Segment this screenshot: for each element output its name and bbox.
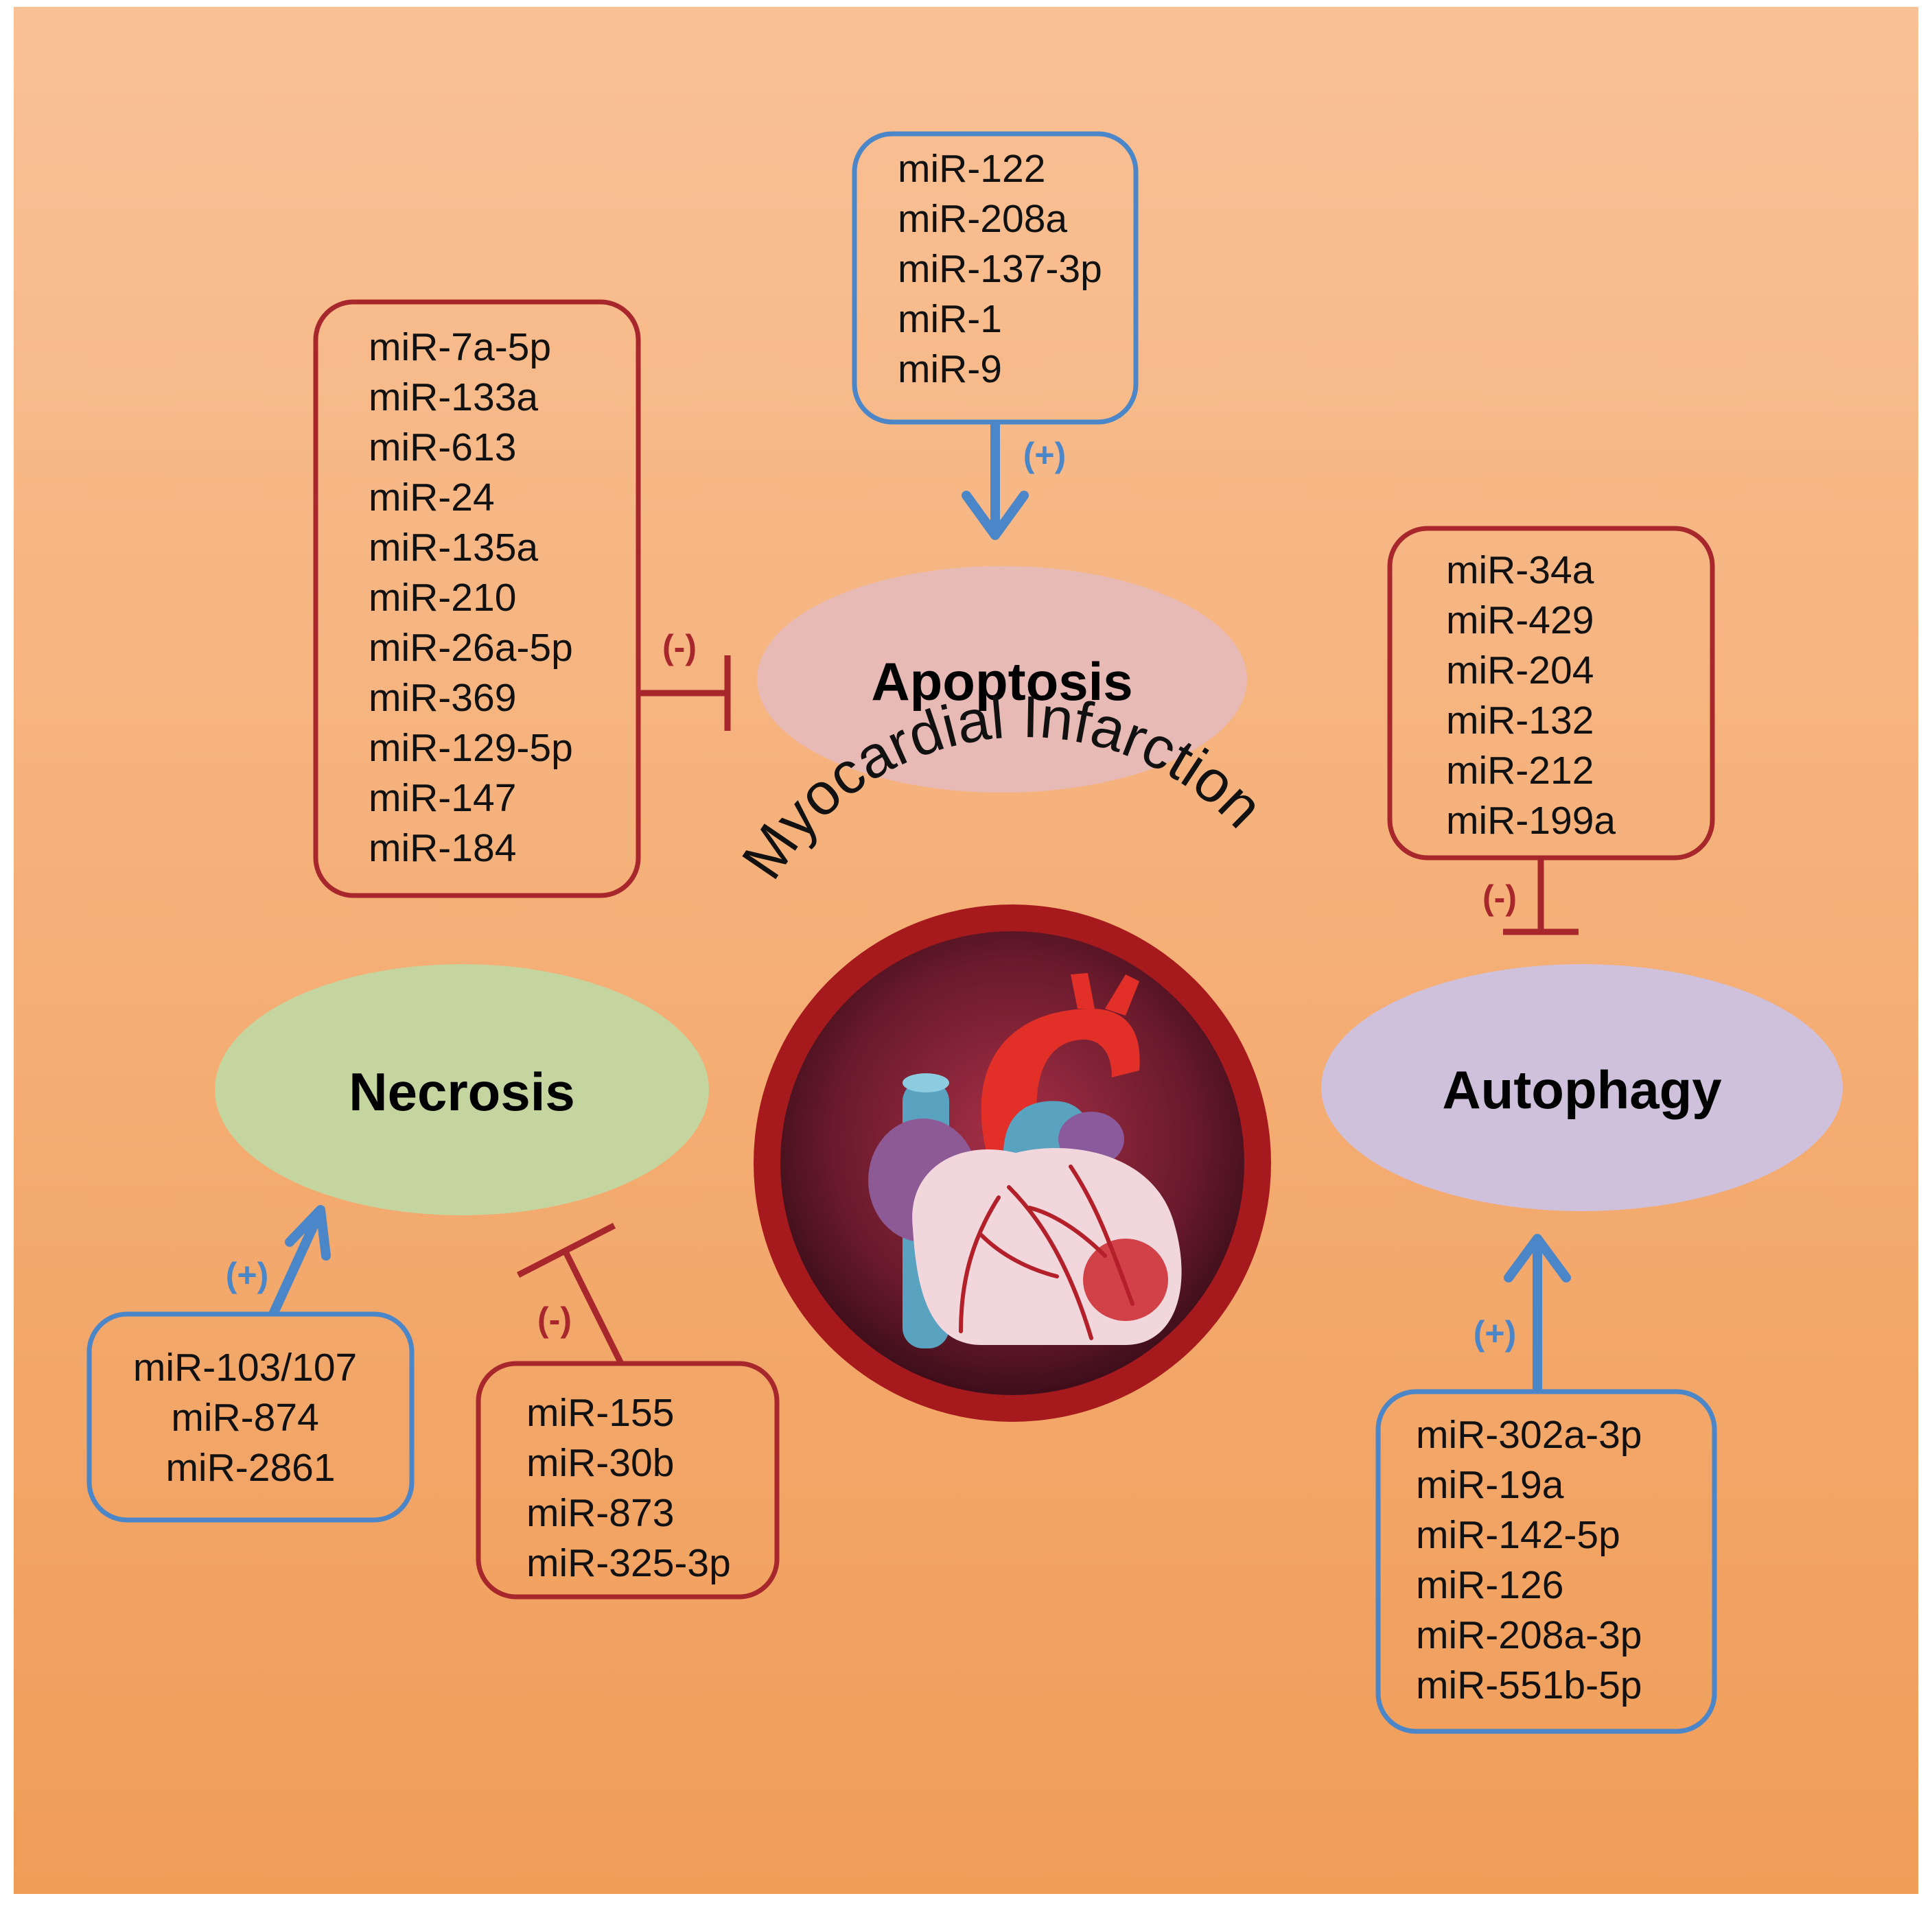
mirna-item: miR-30b xyxy=(526,1441,674,1485)
necrosis-promote-box xyxy=(86,1311,415,1523)
mirna-item: miR-26a-5p xyxy=(369,626,573,670)
mirna-item: miR-210 xyxy=(369,576,516,620)
mirna-item: miR-874 xyxy=(171,1396,318,1440)
apoptosis-inhibit-sign: (-) xyxy=(662,628,697,666)
mirna-item: miR-103/107 xyxy=(133,1346,357,1390)
necrosis-inhibit-line xyxy=(561,1247,625,1366)
apoptosis-promote-sign: (+) xyxy=(1023,436,1067,474)
mirna-item: miR-551b-5p xyxy=(1416,1663,1642,1707)
mirna-item: miR-204 xyxy=(1446,648,1594,692)
autophagy-promote-sign: (+) xyxy=(1474,1314,1517,1353)
mirna-item: miR-429 xyxy=(1446,598,1594,642)
autophagy-inhibit-sign: (-) xyxy=(1482,878,1517,917)
apoptosis-ellipse xyxy=(757,566,1247,793)
necrosis-inhibit-bar xyxy=(516,1222,616,1278)
autophagy-inhibit-list: miR-34a miR-429 miR-204 miR-132 miR-212 … xyxy=(1446,548,1616,843)
necrosis-promote-sign: (+) xyxy=(226,1256,269,1294)
mirna-item: miR-212 xyxy=(1446,749,1594,793)
mirna-item: miR-133a xyxy=(369,375,538,419)
mirna-item: miR-199a xyxy=(1446,799,1616,843)
necrosis-inhibit-box xyxy=(476,1361,780,1600)
necrosis-inhibit-list: miR-155 miR-30b miR-873 miR-325-3p xyxy=(526,1391,731,1585)
mirna-item: miR-302a-3p xyxy=(1416,1413,1642,1457)
necrosis-promote-list: miR-103/107 miR-874 miR-2861 xyxy=(133,1346,368,1490)
mirna-item: miR-24 xyxy=(369,476,495,519)
necrosis-promote-arrow-shaft xyxy=(268,1216,322,1316)
mirna-item: miR-208a xyxy=(898,197,1067,241)
apoptosis-inhibit-box xyxy=(313,299,641,898)
mirna-item: miR-142-5p xyxy=(1416,1513,1620,1557)
necrosis-inhibit-sign: (-) xyxy=(537,1300,572,1339)
mirna-item: miR-126 xyxy=(1416,1563,1563,1607)
mirna-item: miR-2861 xyxy=(165,1446,335,1490)
apoptosis-promote-list: miR-122 miR-208a miR-137-3p miR-1 miR-9 xyxy=(898,147,1113,391)
mirna-item: miR-7a-5p xyxy=(369,325,551,369)
mirna-item: miR-184 xyxy=(369,826,516,870)
mirna-item: miR-137-3p xyxy=(898,247,1102,291)
mirna-item: miR-613 xyxy=(369,425,516,469)
mirna-item: miR-9 xyxy=(898,347,1002,391)
mirna-item: miR-155 xyxy=(526,1391,674,1435)
apoptosis-label: Apoptosis xyxy=(871,651,1132,712)
mirna-item: miR-34a xyxy=(1446,548,1594,592)
necrosis-label: Necrosis xyxy=(349,1062,575,1122)
autophagy-ellipse xyxy=(1321,964,1843,1211)
mirna-item: miR-122 xyxy=(898,147,1045,191)
mirna-item: miR-873 xyxy=(526,1491,674,1535)
autophagy-promote-arrow-head xyxy=(1504,1234,1571,1283)
necrosis-ellipse xyxy=(215,964,709,1215)
mirna-item: miR-147 xyxy=(369,776,516,820)
mirna-item: miR-208a-3p xyxy=(1416,1613,1642,1657)
apoptosis-promote-arrow-head xyxy=(962,491,1029,540)
mirna-item: miR-135a xyxy=(369,526,538,570)
mirna-item: miR-369 xyxy=(369,676,516,720)
mirna-item: miR-1 xyxy=(898,297,1002,341)
mirna-item: miR-132 xyxy=(1446,699,1594,742)
autophagy-promote-list: miR-302a-3p miR-19a miR-142-5p miR-126 m… xyxy=(1416,1413,1653,1707)
heart-illustration xyxy=(754,904,1271,1422)
mirna-item: miR-129-5p xyxy=(369,726,573,770)
apoptosis-inhibit-list: miR-7a-5p miR-133a miR-613 miR-24 miR-13… xyxy=(369,325,584,870)
mirna-item: miR-19a xyxy=(1416,1463,1564,1507)
mirna-item: miR-325-3p xyxy=(526,1541,731,1585)
autophagy-promote-box xyxy=(1375,1389,1717,1734)
necrosis-promote-arrow-head xyxy=(285,1205,331,1261)
autophagy-inhibit-box xyxy=(1387,526,1715,861)
autophagy-label: Autophagy xyxy=(1442,1060,1721,1120)
